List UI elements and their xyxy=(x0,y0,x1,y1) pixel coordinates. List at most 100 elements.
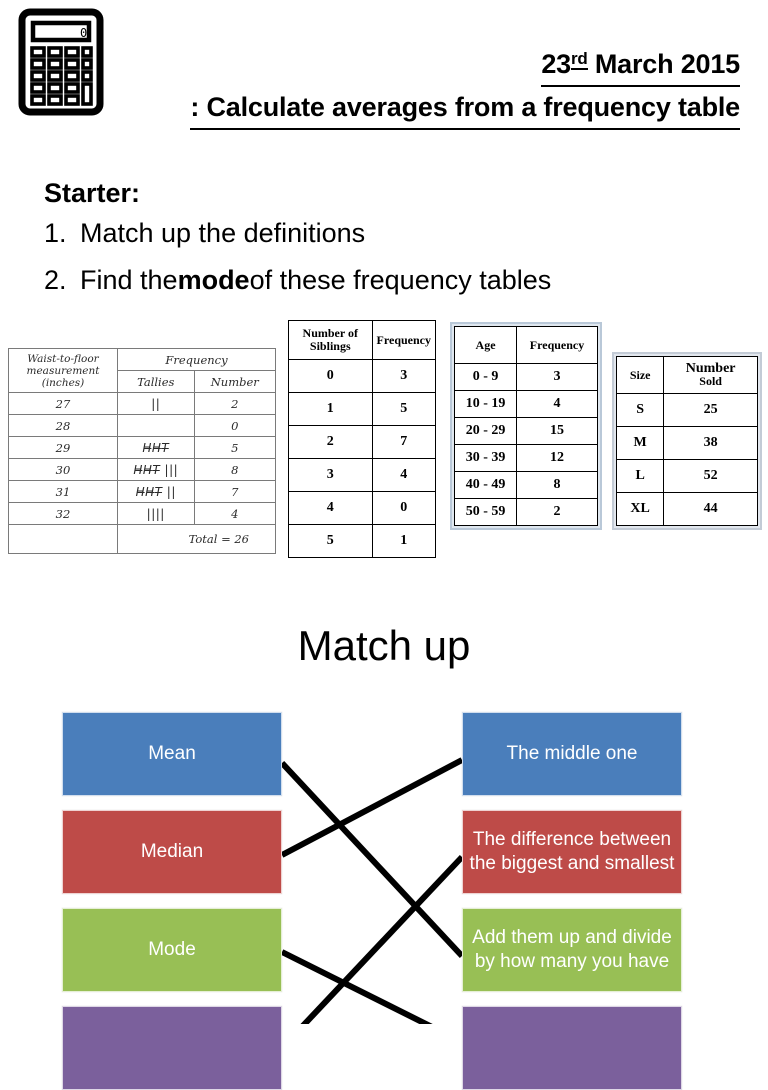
title-block: 23rd March 2015 : Calculate averages fro… xyxy=(0,44,740,130)
siblings-cell-3-1: 4 xyxy=(371,458,437,492)
waist-to-floor-table: Waist-to-floor measurement (inches) Freq… xyxy=(8,348,277,554)
table-row: 30 H̶H̶T̶ ||| 8 xyxy=(8,458,277,481)
waist-measure-4: 31 xyxy=(8,480,118,503)
waist-tally-3: H̶H̶T̶ ||| xyxy=(117,458,195,481)
matchup-left-range[interactable] xyxy=(62,1006,282,1090)
waist-number-2: 5 xyxy=(193,436,277,459)
calculator-display-value: 0 xyxy=(80,26,87,40)
table-row: 0 3 xyxy=(288,359,437,393)
table-row: S 25 xyxy=(615,393,758,427)
matchup-right-most-common[interactable] xyxy=(462,1006,682,1090)
table-row: 30 - 39 12 xyxy=(453,444,598,472)
age-header-1: Frequency xyxy=(516,326,598,364)
siblings-header-1: Frequency xyxy=(371,320,437,360)
matchup-diagram: Mean Median Mode The middle one The diff… xyxy=(0,712,768,1090)
table-row: 3 4 xyxy=(288,458,437,492)
waist-measure-1: 28 xyxy=(8,414,118,437)
size-cell-2-1: 52 xyxy=(663,459,758,493)
age-cell-3-1: 12 xyxy=(516,444,598,472)
matchup-right-middle-one[interactable]: The middle one xyxy=(462,712,682,796)
age-cell-0-0: 0 - 9 xyxy=(453,363,518,391)
matchup-heading: Match up xyxy=(297,622,471,669)
starter-item-2-text-before: Find the xyxy=(80,265,178,295)
waist-tally-2: H̶H̶T̶ xyxy=(117,436,195,459)
size-cell-3-1: 44 xyxy=(663,492,758,526)
starter-item-1: 1. Match up the definitions xyxy=(44,210,724,257)
waist-number-0: 2 xyxy=(193,392,277,415)
waist-header-number: Number xyxy=(193,370,277,393)
matchup-right-add-divide[interactable]: Add them up and divide by how many you h… xyxy=(462,908,682,992)
size-cell-1-0: M xyxy=(615,426,665,460)
table-row: 28 0 xyxy=(8,414,277,437)
table-row: 2 7 xyxy=(288,425,437,459)
size-header-size: Size xyxy=(615,356,665,394)
table-row: 31 H̶H̶T̶ || 7 xyxy=(8,480,277,503)
waist-tally-0: || xyxy=(117,392,195,415)
size-cell-2-0: L xyxy=(615,459,665,493)
matchup-left-median-label: Median xyxy=(140,841,204,862)
waist-tally-5: |||| xyxy=(117,502,195,525)
waist-number-1: 0 xyxy=(193,414,277,437)
objective-text: : Calculate averages from a frequency ta… xyxy=(190,87,740,130)
size-sold-table: Size Number Sold S 25 M 38 L 52 XL 44 xyxy=(612,352,762,530)
starter-item-2-bold: mode xyxy=(177,265,250,295)
waist-header-frequency: Frequency xyxy=(117,348,276,371)
table-row: 1 5 xyxy=(288,392,437,426)
matchup-left-median[interactable]: Median xyxy=(62,810,282,894)
connector-difference-to-bottom-left xyxy=(300,854,465,1024)
table-row: 50 - 59 2 xyxy=(453,498,598,526)
table-row-total: Total = 26 xyxy=(8,524,276,554)
waist-number-5: 4 xyxy=(193,502,277,525)
age-cell-1-1: 4 xyxy=(516,390,598,418)
siblings-cell-4-1: 0 xyxy=(371,491,437,525)
matchup-left-mode-label: Mode xyxy=(148,939,196,960)
size-cell-0-1: 25 xyxy=(663,393,758,427)
matchup-left-mode[interactable]: Mode xyxy=(62,908,282,992)
waist-number-4: 7 xyxy=(193,480,277,503)
age-cell-4-0: 40 - 49 xyxy=(453,471,518,499)
starter-item-2: 2. Find the mode of these frequency tabl… xyxy=(44,257,724,304)
siblings-frequency-table: Number of Siblings Frequency 0 3 1 5 2 7… xyxy=(288,320,437,558)
waist-tally-4: H̶H̶T̶ || xyxy=(117,480,195,503)
waist-header-tallies: Tallies xyxy=(117,370,195,393)
table-row: XL 44 xyxy=(615,492,758,526)
matchup-right-difference[interactable]: The difference between the biggest and s… xyxy=(462,810,682,894)
siblings-cell-1-1: 5 xyxy=(371,392,437,426)
table-row: 4 0 xyxy=(288,491,437,525)
age-cell-0-1: 3 xyxy=(516,363,598,391)
size-header-sold: Sold xyxy=(699,374,722,388)
matchup-right-difference-label: The difference between the biggest and s… xyxy=(469,829,675,874)
starter-heading: Starter: xyxy=(44,178,141,208)
matchup-left-mean[interactable]: Mean xyxy=(62,712,282,796)
starter-item-2-text-after: of these frequency tables xyxy=(249,265,552,295)
size-cell-0-0: S xyxy=(615,393,665,427)
size-cell-1-1: 38 xyxy=(663,426,758,460)
age-cell-2-0: 20 - 29 xyxy=(453,417,518,445)
siblings-cell-2-1: 7 xyxy=(371,425,437,459)
waist-tally-1 xyxy=(117,414,195,437)
age-cell-1-0: 10 - 19 xyxy=(453,390,518,418)
starter-item-1-text: Match up the definitions xyxy=(80,218,366,248)
siblings-cell-5-0: 5 xyxy=(288,524,373,558)
siblings-header-0: Number of Siblings xyxy=(288,320,373,360)
siblings-cell-5-1: 1 xyxy=(371,524,437,558)
waist-number-3: 8 xyxy=(193,458,277,481)
date-rest: March 2015 xyxy=(587,49,740,79)
starter-item-2-number: 2. xyxy=(44,265,67,295)
waist-measure-3: 30 xyxy=(8,458,118,481)
waist-measure-5: 32 xyxy=(8,502,118,525)
matchup-left-mean-label: Mean xyxy=(148,743,196,764)
connector-median-to-middle-one xyxy=(280,757,464,858)
matchup-right-add-divide-label: Add them up and divide by how many you h… xyxy=(472,927,672,972)
size-header-number-sold: Number Sold xyxy=(663,356,758,394)
starter-section: Starter: 1. Match up the definitions 2. … xyxy=(44,176,724,304)
siblings-cell-3-0: 3 xyxy=(288,458,373,492)
siblings-cell-2-0: 2 xyxy=(288,425,373,459)
siblings-cell-1-0: 1 xyxy=(288,392,373,426)
table-row: M 38 xyxy=(615,426,758,460)
age-cell-3-0: 30 - 39 xyxy=(453,444,518,472)
waist-total: Total = 26 xyxy=(117,524,276,554)
waist-measure-2: 29 xyxy=(8,436,118,459)
table-row: 0 - 9 3 xyxy=(453,363,598,391)
table-row: 32 |||| 4 xyxy=(8,502,277,525)
